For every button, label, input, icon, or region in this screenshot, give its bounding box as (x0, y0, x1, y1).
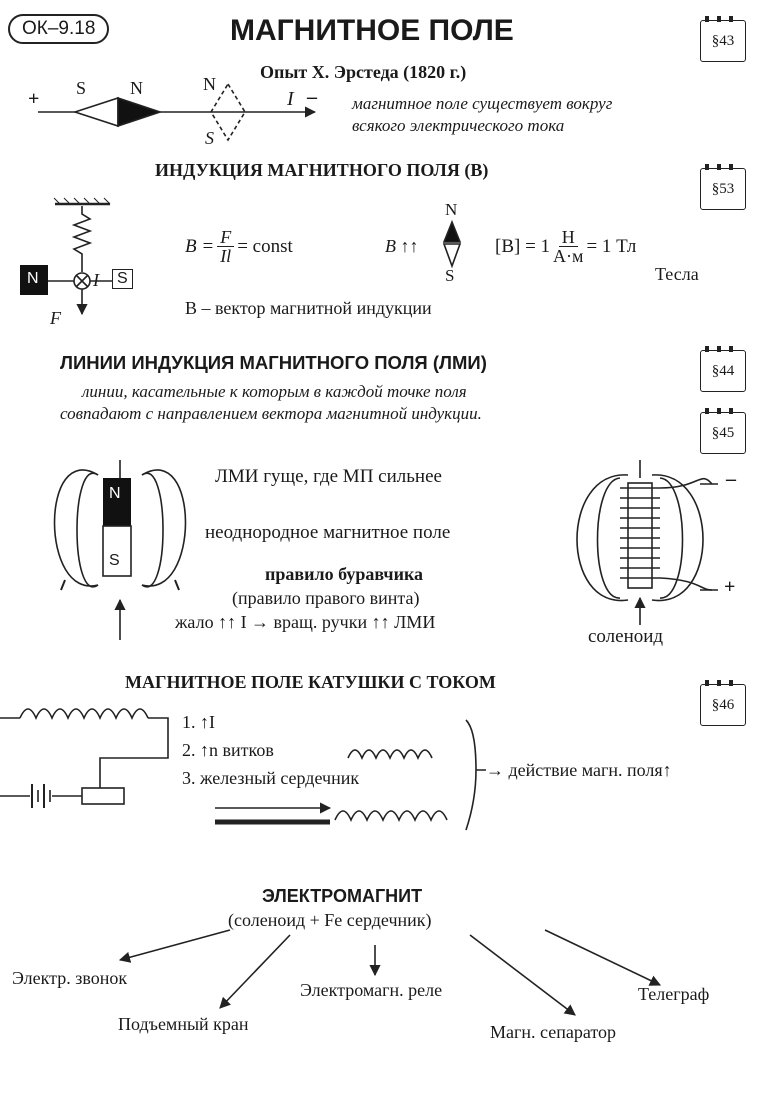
unit-rhs: = 1 Тл (586, 235, 637, 257)
compass-n: N (445, 200, 458, 219)
unit-num: Н (558, 228, 578, 247)
magnet-field-lines (53, 460, 187, 640)
definition-line-1: линии, касательные к которым в каждой то… (82, 382, 467, 401)
formula-const: = const (237, 235, 293, 257)
gimlet-rule-text: жало ↑↑ I → вращ. ручки ↑↑ ЛМИ (175, 612, 436, 632)
code-label: ОК–9.18 (8, 14, 110, 44)
coil-result: → действие магн. поля↑ (486, 760, 672, 780)
paragraph-ref: §45 (700, 408, 746, 454)
gimlet-rule: правило буравчика (265, 564, 424, 584)
formula-num: F (217, 228, 235, 247)
factor-current: 1. ↑I (182, 712, 215, 732)
definition-line-2: совпадают с направлением вектора магнитн… (60, 404, 482, 423)
app-telegraph: Телеграф (638, 984, 710, 1004)
factor-core: 3. железный сердечник (182, 768, 360, 788)
paragraph-ref: §43 (700, 16, 746, 62)
needle-n: N (130, 78, 143, 98)
factor-turns: 2. ↑n витков (182, 740, 274, 760)
gimlet-rule-alt: (правило правого винта) (232, 588, 420, 608)
app-relay: Электромагн. реле (300, 980, 443, 1000)
application-arrows (118, 929, 662, 1016)
force-label: F (50, 308, 61, 328)
solenoid-label: соленоид (588, 626, 664, 647)
n-box-label: N (27, 270, 39, 287)
b-direction: B ↑↑ (385, 236, 419, 256)
induction-heading: ИНДУКЦИЯ МАГНИТНОГО ПОЛЯ (B) (155, 160, 489, 180)
paragraph-ref: §53 (700, 164, 746, 210)
minus-sign: – (307, 86, 317, 108)
n-box (20, 265, 48, 295)
spring-diagram (45, 197, 112, 316)
unit-den: А·м (553, 246, 584, 266)
app-crane: Подъемный кран (118, 1014, 249, 1034)
tesla-label: Тесла (655, 264, 699, 284)
field-lines-heading: ЛИНИИ ИНДУКЦИЯ МАГНИТНОГО ПОЛЯ (ЛМИ) (60, 352, 487, 373)
i-label: I (93, 270, 99, 290)
solenoid-plus: + (724, 576, 736, 598)
oersted-note-2: всякого электрического тока (352, 116, 565, 135)
page-title: МАГНИТНОЕ ПОЛЕ (230, 14, 514, 47)
formula-b: B = (185, 235, 215, 257)
app-bell: Электр. звонок (12, 968, 128, 988)
oersted-heading: Опыт Х. Эрстеда (1820 г.) (260, 62, 467, 82)
oersted-diagram (38, 82, 317, 142)
nonuniform-note: неоднородное магнитное поле (205, 522, 451, 543)
magnet-n-label: N (109, 485, 121, 502)
app-separator: Магн. сепаратор (490, 1022, 616, 1042)
magnet-south (102, 525, 132, 577)
plus-sign: + (28, 88, 40, 110)
paragraph-ref: §44 (700, 346, 746, 392)
current-label: I (287, 88, 294, 110)
dense-note: ЛМИ гуще, где МП сильнее (215, 466, 442, 487)
solenoid-minus: – (726, 468, 736, 490)
solenoid-diagram (576, 460, 718, 625)
magnet-north (103, 478, 131, 526)
rotated-s: S (205, 128, 214, 148)
coil-circuit (0, 708, 486, 831)
needle-s: S (76, 78, 87, 98)
rotated-n: N (203, 74, 216, 94)
paragraph-ref: §46 (700, 680, 746, 726)
oersted-note-1: магнитное поле существует вокруг (352, 94, 613, 113)
formula-den: Il (220, 246, 232, 266)
compass-s: S (445, 266, 455, 285)
electromagnet-heading: ЭЛЕКТРОМАГНИТ (262, 886, 423, 906)
coil-heading: МАГНИТНОЕ ПОЛЕ КАТУШКИ С ТОКОМ (125, 672, 496, 692)
electromagnet-sub: (соленоид + Fe сердечник) (228, 910, 432, 930)
s-box: S (112, 269, 133, 289)
unit-lhs: [B] = 1 (495, 235, 551, 257)
magnet-s-label: S (109, 552, 120, 569)
vector-note: B – вектор магнитной индукции (185, 298, 432, 318)
